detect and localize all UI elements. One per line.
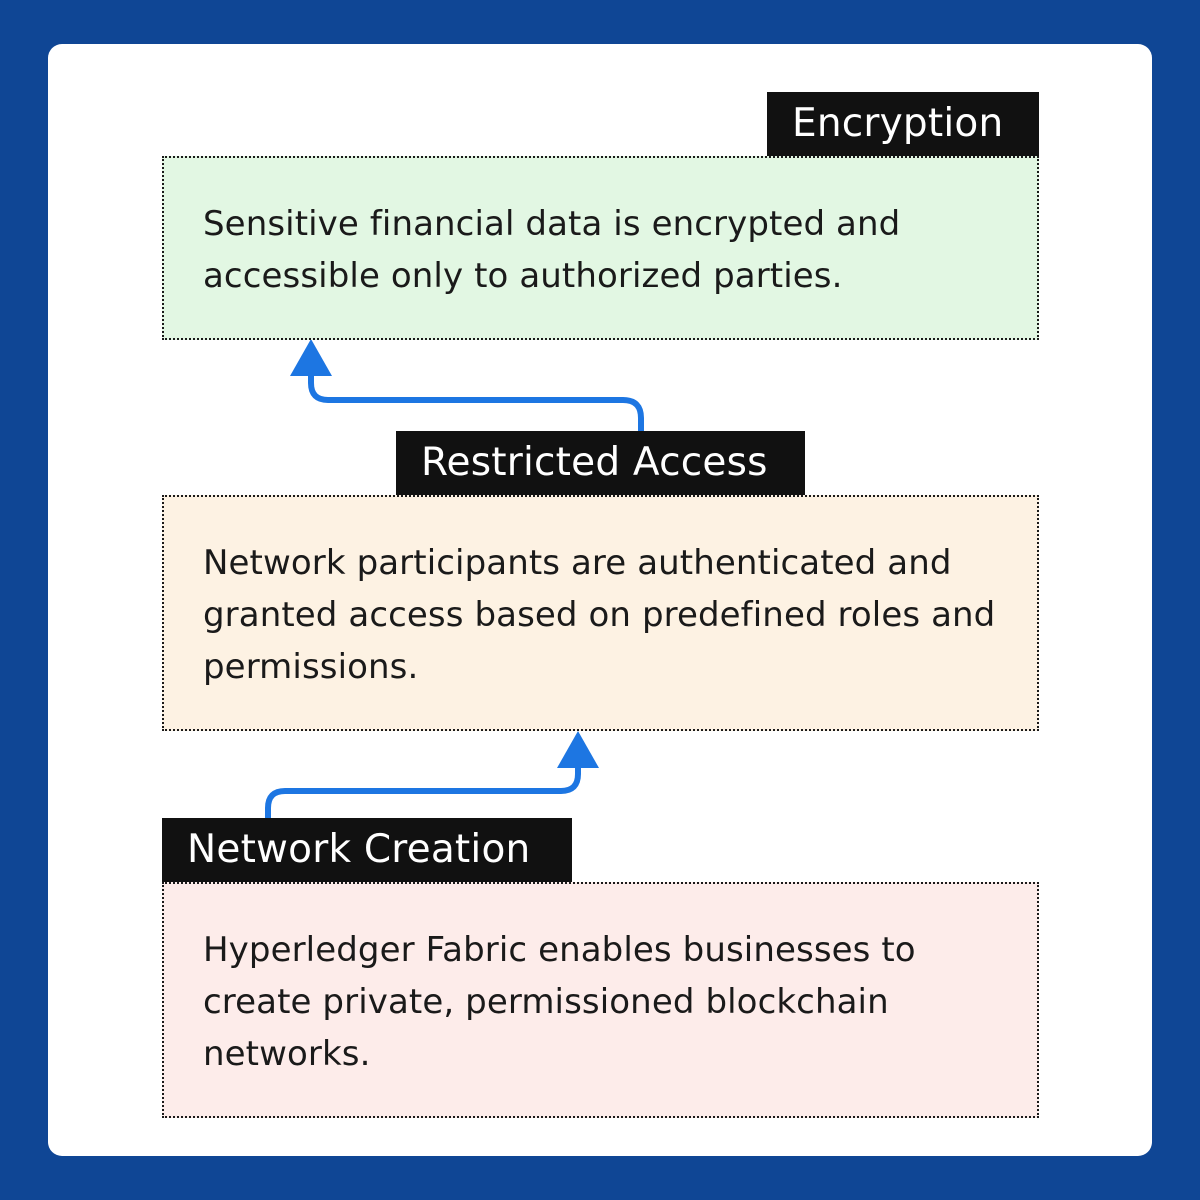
step-label-encryption: Encryption: [767, 92, 1039, 156]
step-text-encryption: Sensitive financial data is encrypted an…: [203, 204, 901, 296]
step-box-network-creation: Hyperledger Fabric enables businesses to…: [162, 882, 1039, 1118]
step-text-network-creation: Hyperledger Fabric enables businesses to…: [203, 930, 916, 1074]
step-label-restricted-access: Restricted Access: [396, 431, 805, 495]
step-text-restricted-access: Network participants are authenticated a…: [203, 543, 996, 687]
step-box-restricted-access: Network participants are authenticated a…: [162, 495, 1039, 731]
step-label-network-creation: Network Creation: [162, 818, 572, 882]
step-box-encryption: Sensitive financial data is encrypted an…: [162, 156, 1039, 340]
